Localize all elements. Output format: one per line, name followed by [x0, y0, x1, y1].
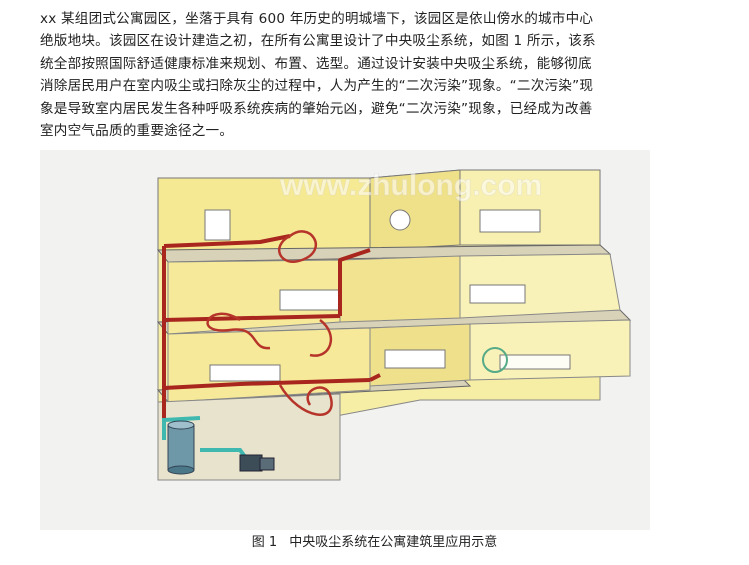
watermark: www.zhulong.com [279, 169, 542, 202]
intro-paragraph: xx 某组团式公寓园区，坐落于具有 600 年历史的明城墙下，该园区是依山傍水的… [40, 8, 660, 142]
figure-caption: 图 1 中央吸尘系统在公寓建筑里应用示意 [0, 534, 749, 552]
paragraph-line-3: 统全部按照国际舒适健康标准来规划、布置、选型。通过设计安装中央吸尘系统，能够彻底 [40, 55, 592, 72]
paragraph-line-6: 室内空气品质的重要途径之一。 [40, 123, 234, 140]
vacuum-unit [167, 420, 275, 475]
paragraph-line-1: xx 某组团式公寓园区，坐落于具有 600 年历史的明城墙下，该园区是依山傍水的… [40, 11, 594, 27]
building-cutaway-drawing: www.zhulong.com [156, 169, 632, 481]
paragraph-line-2: 绝版地块。该园区在设计建造之初，在所有公寓里设计了中央吸尘系统，如图 1 所示，… [40, 33, 596, 50]
caption-text: 中央吸尘系统在公寓建筑里应用示意 [289, 535, 498, 550]
paragraph-line-5: 象是导致室内居民发生各种呼吸系统疾病的肇始元凶，避免“二次污染”现象，已经成为改… [40, 100, 593, 117]
paragraph-line-4: 消除居民用户在室内吸尘或扫除灰尘的过程中，人为产生的“二次污染”现象。“二次污染… [40, 78, 594, 95]
caption-number: 图 1 [251, 535, 278, 550]
central-vacuum-illustration: www.zhulong.com [40, 150, 650, 530]
